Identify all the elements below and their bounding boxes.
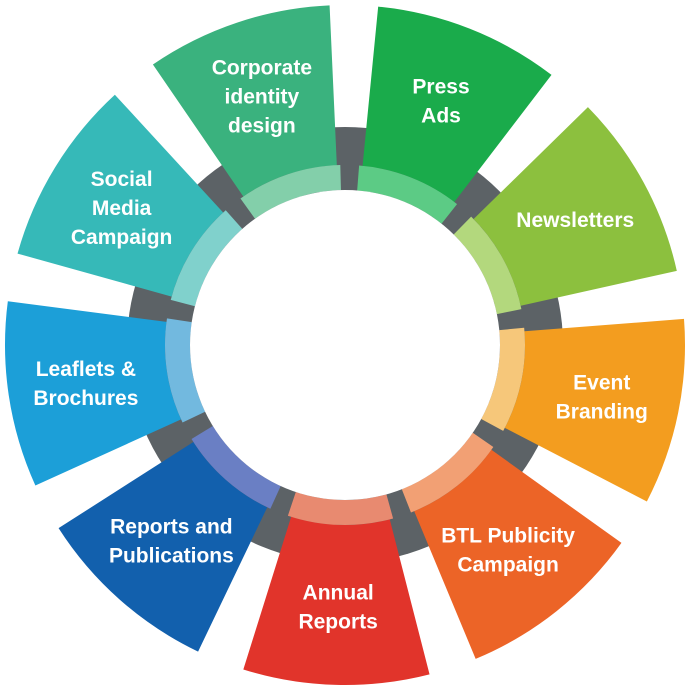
segment-label-line: Brochures [33, 387, 138, 410]
segment-inner-band [287, 491, 394, 525]
segment-block [504, 318, 686, 502]
segment-inner-band [170, 210, 243, 307]
segment-label-line: Branding [556, 401, 648, 424]
segment-inner-band [191, 425, 281, 509]
segment-label-line: Reports and [110, 516, 233, 539]
segment-label-line: identity [225, 86, 300, 109]
segment-label-line: Event [573, 372, 630, 395]
segment-block [473, 107, 677, 306]
segment-7: Leaflets & Brochures [4, 301, 206, 486]
segment-inner-band [453, 216, 522, 315]
segment-label-line: Leaflets & [36, 358, 136, 381]
segment-label-line: Corporate [212, 57, 312, 80]
segment-block [4, 301, 182, 486]
segment-block [152, 5, 337, 197]
segment-label: Leaflets & Brochures [33, 358, 138, 410]
segment-block [414, 449, 622, 659]
segment-label-line: Social [91, 168, 153, 191]
segment-inner-band [240, 165, 341, 219]
segment-2: Newsletters [453, 107, 677, 315]
segment-label-line: Publications [109, 545, 234, 568]
segment-inner-band [401, 432, 494, 513]
segment-label-line: Ads [421, 105, 461, 128]
segment-label-line: Campaign [71, 226, 173, 249]
segment-label-line: Annual [303, 581, 374, 604]
segment-label-line: BTL Publicity [441, 525, 575, 548]
segment-inner-band [165, 318, 206, 423]
segment-inner-band [481, 327, 525, 431]
segment-label-line: Reports [298, 610, 377, 633]
segment-label: Newsletters [516, 209, 634, 232]
segment-9: Corporate identity design [152, 5, 341, 219]
segment-label-line: Press [412, 76, 469, 99]
segment-block [17, 94, 224, 297]
segment-label-line: Media [92, 197, 152, 220]
segment-block [243, 516, 430, 685]
wheel-center [190, 190, 500, 500]
segment-label: Corporate identity design [212, 57, 312, 138]
segment-label-line: Campaign [457, 554, 559, 577]
segment-inner-band [357, 165, 458, 224]
segment-block [362, 6, 552, 203]
segment-block [58, 441, 268, 652]
segment-label-line: Newsletters [516, 209, 634, 232]
segment-label-line: design [228, 115, 296, 138]
